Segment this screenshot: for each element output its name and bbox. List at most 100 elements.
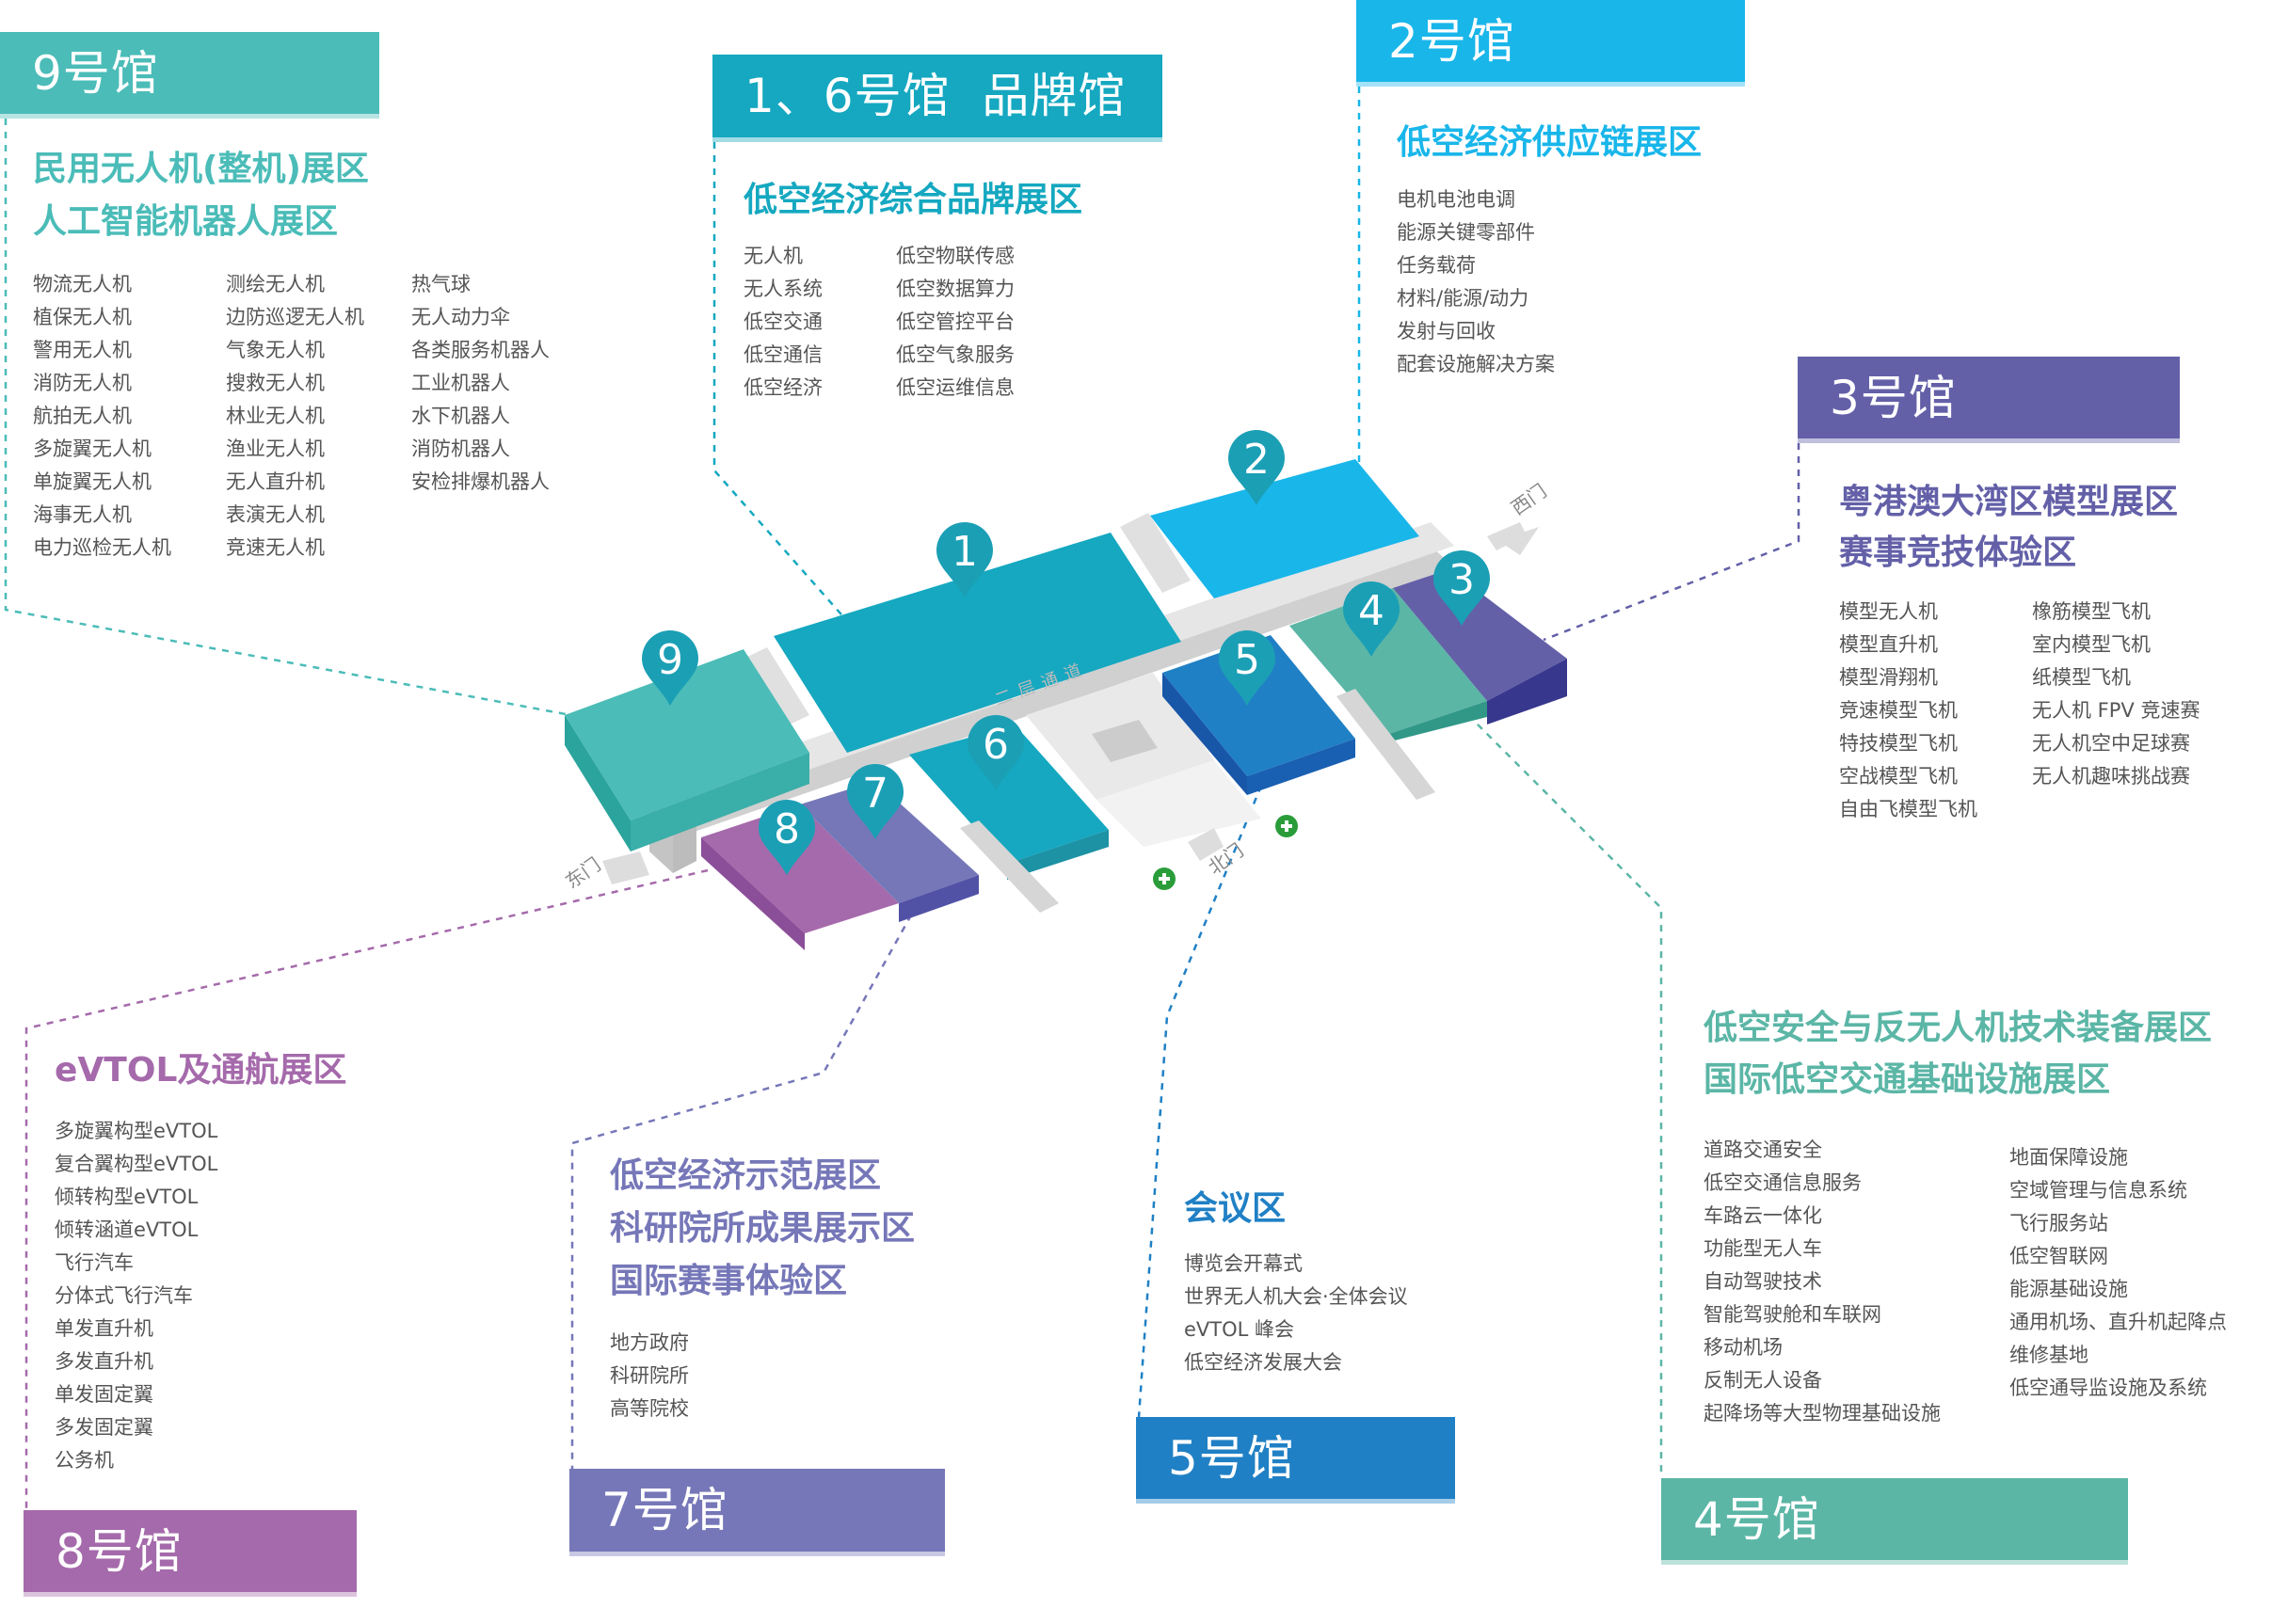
list-item: 通用机场、直升机起降点 bbox=[2009, 1311, 2227, 1333]
list-item: 边防巡逻无人机 bbox=[226, 306, 364, 328]
list-item: 多发固定翼 bbox=[55, 1416, 153, 1439]
map-pin-7[interactable]: 7 bbox=[846, 763, 904, 839]
leader-line-hall3 bbox=[1543, 443, 1800, 642]
map-pin-icon bbox=[1433, 550, 1490, 626]
list-item: 低空智联网 bbox=[2009, 1245, 2108, 1267]
list-item: 纸模型飞机 bbox=[2032, 666, 2131, 689]
list-item: 分体式飞行汽车 bbox=[55, 1284, 193, 1307]
hall-3-items-col-1: 模型无人机模型直升机模型滑翔机竞速模型飞机特技模型飞机空战模型飞机自由飞模型飞机 bbox=[1839, 596, 1977, 826]
list-item: 低空运维信息 bbox=[896, 376, 1015, 399]
map-pin-icon bbox=[1343, 581, 1400, 657]
map-pin-2[interactable]: 2 bbox=[1228, 430, 1285, 505]
map-pin-label: 3 bbox=[1448, 556, 1475, 604]
hall-7-block[interactable] bbox=[800, 781, 979, 922]
list-item: 起降场等大型物理基础设施 bbox=[1704, 1402, 1941, 1425]
list-item: 自动驾驶技术 bbox=[1704, 1270, 1822, 1293]
hall-5-header: 5号馆 bbox=[1136, 1417, 1455, 1504]
map-pin-label: 5 bbox=[1234, 636, 1260, 684]
map-pin-label: 2 bbox=[1243, 436, 1270, 484]
map-pin-label: 1 bbox=[952, 528, 978, 576]
list-item: 模型无人机 bbox=[1839, 600, 1938, 623]
hall-2-items-col-1: 电机电池电调能源关键零部件任务载荷材料/能源/动力发射与回收配套设施解决方案 bbox=[1397, 183, 1555, 381]
list-item: 消防机器人 bbox=[411, 438, 510, 460]
list-item: 气象无人机 bbox=[226, 339, 325, 361]
map-pin-icon bbox=[1219, 630, 1275, 706]
list-item: 空战模型飞机 bbox=[1839, 765, 1958, 788]
list-item: 配套设施解决方案 bbox=[1397, 353, 1555, 375]
hall-3-items-col-2: 橡筋模型飞机室内模型飞机纸模型飞机无人机 FPV 竞速赛无人机空中足球赛无人机趣… bbox=[2032, 596, 2200, 793]
list-item: 单发直升机 bbox=[55, 1317, 153, 1340]
list-item: 植保无人机 bbox=[33, 306, 132, 328]
list-item: 倾转涵道eVTOL bbox=[55, 1218, 199, 1241]
list-item: 无人机空中足球赛 bbox=[2032, 732, 2190, 755]
list-item: 公务机 bbox=[55, 1449, 114, 1472]
list-item: 反制无人设备 bbox=[1704, 1369, 1822, 1392]
hall-3-zone-title-2: 赛事竞技体验区 bbox=[1839, 533, 2077, 572]
list-item: 低空管控平台 bbox=[896, 310, 1015, 333]
map-pin-label: 7 bbox=[862, 770, 888, 818]
list-item: 单旋翼无人机 bbox=[33, 470, 152, 493]
hall-9-block[interactable] bbox=[565, 649, 809, 852]
list-item: eVTOL 峰会 bbox=[1184, 1318, 1295, 1341]
list-item: 竞速无人机 bbox=[226, 536, 325, 559]
list-item: 世界无人机大会·全体会议 bbox=[1184, 1285, 1408, 1308]
arrow-west-gate-icon bbox=[1487, 522, 1539, 555]
hall-9-zone-title-2: 人工智能机器人展区 bbox=[33, 202, 339, 241]
hall-7-zone-title-3: 国际赛事体验区 bbox=[610, 1262, 848, 1300]
list-item: 多发直升机 bbox=[55, 1350, 153, 1373]
map-pin-label: 6 bbox=[983, 721, 1009, 769]
list-item: 低空通导监设施及系统 bbox=[2009, 1377, 2207, 1399]
list-item: 热气球 bbox=[411, 273, 471, 295]
hall-9-items-col-3: 热气球无人动力伞各类服务机器人工业机器人水下机器人消防机器人安检排爆机器人 bbox=[411, 268, 550, 499]
list-item: 低空经济 bbox=[744, 376, 823, 399]
list-item: 物流无人机 bbox=[33, 273, 132, 295]
hall-7-zone-title-2: 科研院所成果展示区 bbox=[610, 1209, 916, 1248]
hall-3-block[interactable] bbox=[1393, 569, 1567, 724]
list-item: 无人机 FPV 竞速赛 bbox=[2032, 699, 2200, 722]
list-item: 功能型无人车 bbox=[1704, 1237, 1822, 1260]
list-item: 低空通信 bbox=[744, 343, 823, 366]
list-item: 无人机趣味挑战赛 bbox=[2032, 765, 2190, 788]
map-pin-5[interactable]: 5 bbox=[1219, 630, 1275, 706]
map-pin-icon bbox=[1228, 430, 1285, 505]
hall-1-block[interactable] bbox=[774, 533, 1181, 753]
list-item: 林业无人机 bbox=[226, 405, 325, 427]
list-item: 自由飞模型飞机 bbox=[1839, 798, 1977, 820]
list-item: 电力巡检无人机 bbox=[33, 536, 171, 559]
map-pin-4[interactable]: 4 bbox=[1343, 581, 1400, 657]
map-pin-1[interactable]: 1 bbox=[936, 522, 993, 597]
hall-7-items-col-1: 地方政府科研院所高等院校 bbox=[610, 1327, 689, 1425]
list-item: 电机电池电调 bbox=[1397, 188, 1515, 211]
map-pin-6[interactable]: 6 bbox=[968, 715, 1024, 790]
hall-8-block[interactable] bbox=[701, 804, 899, 950]
list-item: 海事无人机 bbox=[33, 503, 132, 526]
hall-16-items-col-1: 无人机无人系统低空交通低空通信低空经济 bbox=[744, 240, 823, 405]
list-item: 无人动力伞 bbox=[411, 306, 510, 328]
hall-3-header: 3号馆 bbox=[1798, 357, 2180, 443]
list-item: 维修基地 bbox=[2009, 1344, 2088, 1366]
list-item: 能源关键零部件 bbox=[1397, 221, 1535, 244]
list-item: 道路交通安全 bbox=[1704, 1138, 1822, 1161]
hall-2-block[interactable] bbox=[1150, 459, 1419, 598]
gate-label-west: 西门 bbox=[1507, 479, 1551, 519]
map-pin-icon bbox=[846, 763, 904, 839]
hall-4-items-col-1: 道路交通安全低空交通信息服务车路云一体化功能型无人车自动驾驶技术智能驾驶舱和车联… bbox=[1704, 1134, 1941, 1430]
list-item: 复合翼构型eVTOL bbox=[55, 1153, 218, 1175]
map-pin-8[interactable]: 8 bbox=[759, 800, 815, 875]
list-item: 科研院所 bbox=[610, 1364, 689, 1387]
list-item: 测绘无人机 bbox=[226, 273, 325, 295]
hall-2-zone-title: 低空经济供应链展区 bbox=[1397, 123, 1703, 162]
map-pin-9[interactable]: 9 bbox=[642, 630, 698, 706]
hall-3-zone-title-1: 粤港澳大湾区模型展区 bbox=[1839, 483, 2179, 521]
hall-7-zone-title-1: 低空经济示范展区 bbox=[610, 1156, 882, 1195]
list-item: 渔业无人机 bbox=[226, 438, 325, 460]
list-item: 航拍无人机 bbox=[33, 405, 132, 427]
list-item: 表演无人机 bbox=[226, 503, 325, 526]
list-item: 飞行服务站 bbox=[2009, 1212, 2108, 1234]
map-pin-3[interactable]: 3 bbox=[1433, 550, 1490, 626]
list-item: 竞速模型飞机 bbox=[1839, 699, 1958, 722]
hall-5-block[interactable] bbox=[1162, 635, 1355, 795]
list-item: 工业机器人 bbox=[411, 372, 510, 394]
hall-8-header: 8号馆 bbox=[24, 1510, 357, 1597]
